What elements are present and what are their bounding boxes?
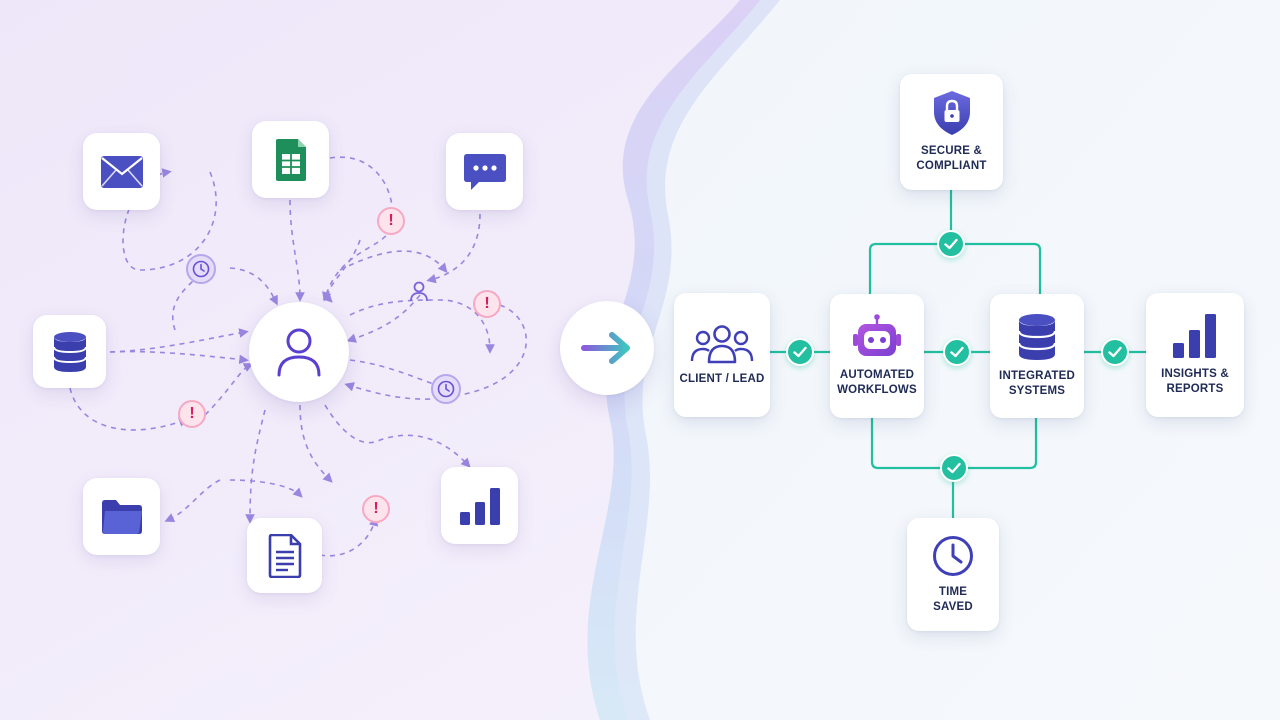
transition-arrow (560, 301, 654, 395)
people-group-icon (690, 324, 754, 363)
integrated-systems-label: INTEGRATED SYSTEMS (999, 370, 1075, 397)
shield-lock-icon (933, 91, 970, 135)
robot-icon (853, 314, 901, 356)
insights-reports-label: INSIGHTS & REPORTS (1161, 368, 1229, 395)
warning-badge: ! (362, 495, 390, 523)
check-icon (1108, 346, 1122, 358)
time-saved-node: TIME SAVED (907, 518, 999, 631)
check-icon (944, 238, 958, 250)
clock-icon (437, 380, 455, 398)
chat-icon (463, 153, 506, 190)
time-saved-label: TIME SAVED (933, 585, 973, 613)
secure-compliant-node: SECURE & COMPLIANT (900, 74, 1003, 190)
document-icon (268, 533, 301, 578)
person-hub (249, 302, 349, 402)
clock-icon (933, 535, 973, 576)
warning-badge: ! (377, 207, 405, 235)
bar-chart-icon (459, 487, 500, 525)
secure-compliant-label: SECURE & COMPLIANT (916, 145, 987, 172)
check-marker (1101, 338, 1129, 366)
check-icon (947, 462, 961, 474)
chart-card (441, 467, 518, 544)
small-person-icon (410, 281, 428, 302)
clock-badge (431, 374, 461, 404)
person-icon (277, 328, 321, 377)
clock-icon (192, 260, 210, 278)
automated-workflows-node: AUTOMATED WORKFLOWS (830, 294, 924, 418)
spreadsheet-icon (275, 138, 306, 181)
database-icon (1018, 314, 1056, 360)
check-icon (950, 346, 964, 358)
automated-workflows-label: AUTOMATED WORKFLOWS (837, 369, 917, 396)
check-icon (793, 346, 807, 358)
spreadsheet-card (252, 121, 329, 198)
chat-card (446, 133, 523, 210)
insights-reports-node: INSIGHTS & REPORTS (1146, 293, 1244, 417)
folder-card (83, 478, 160, 555)
client-lead-node: CLIENT / LEAD (674, 293, 770, 417)
client-lead-label: CLIENT / LEAD (679, 372, 765, 385)
check-marker (937, 230, 965, 258)
email-card (83, 133, 160, 210)
database-icon (52, 331, 87, 372)
arrow-right-icon (581, 332, 630, 364)
document-card (247, 518, 322, 593)
envelope-icon (100, 155, 143, 188)
clock-badge (186, 254, 216, 284)
check-marker (786, 338, 814, 366)
warning-badge: ! (178, 400, 206, 428)
warning-badge: ! (473, 290, 501, 318)
integrated-systems-node: INTEGRATED SYSTEMS (990, 294, 1084, 418)
bar-chart-icon (1173, 314, 1216, 358)
database-card (33, 315, 106, 388)
check-marker (940, 454, 968, 482)
check-marker (943, 338, 971, 366)
folder-icon (101, 499, 142, 534)
